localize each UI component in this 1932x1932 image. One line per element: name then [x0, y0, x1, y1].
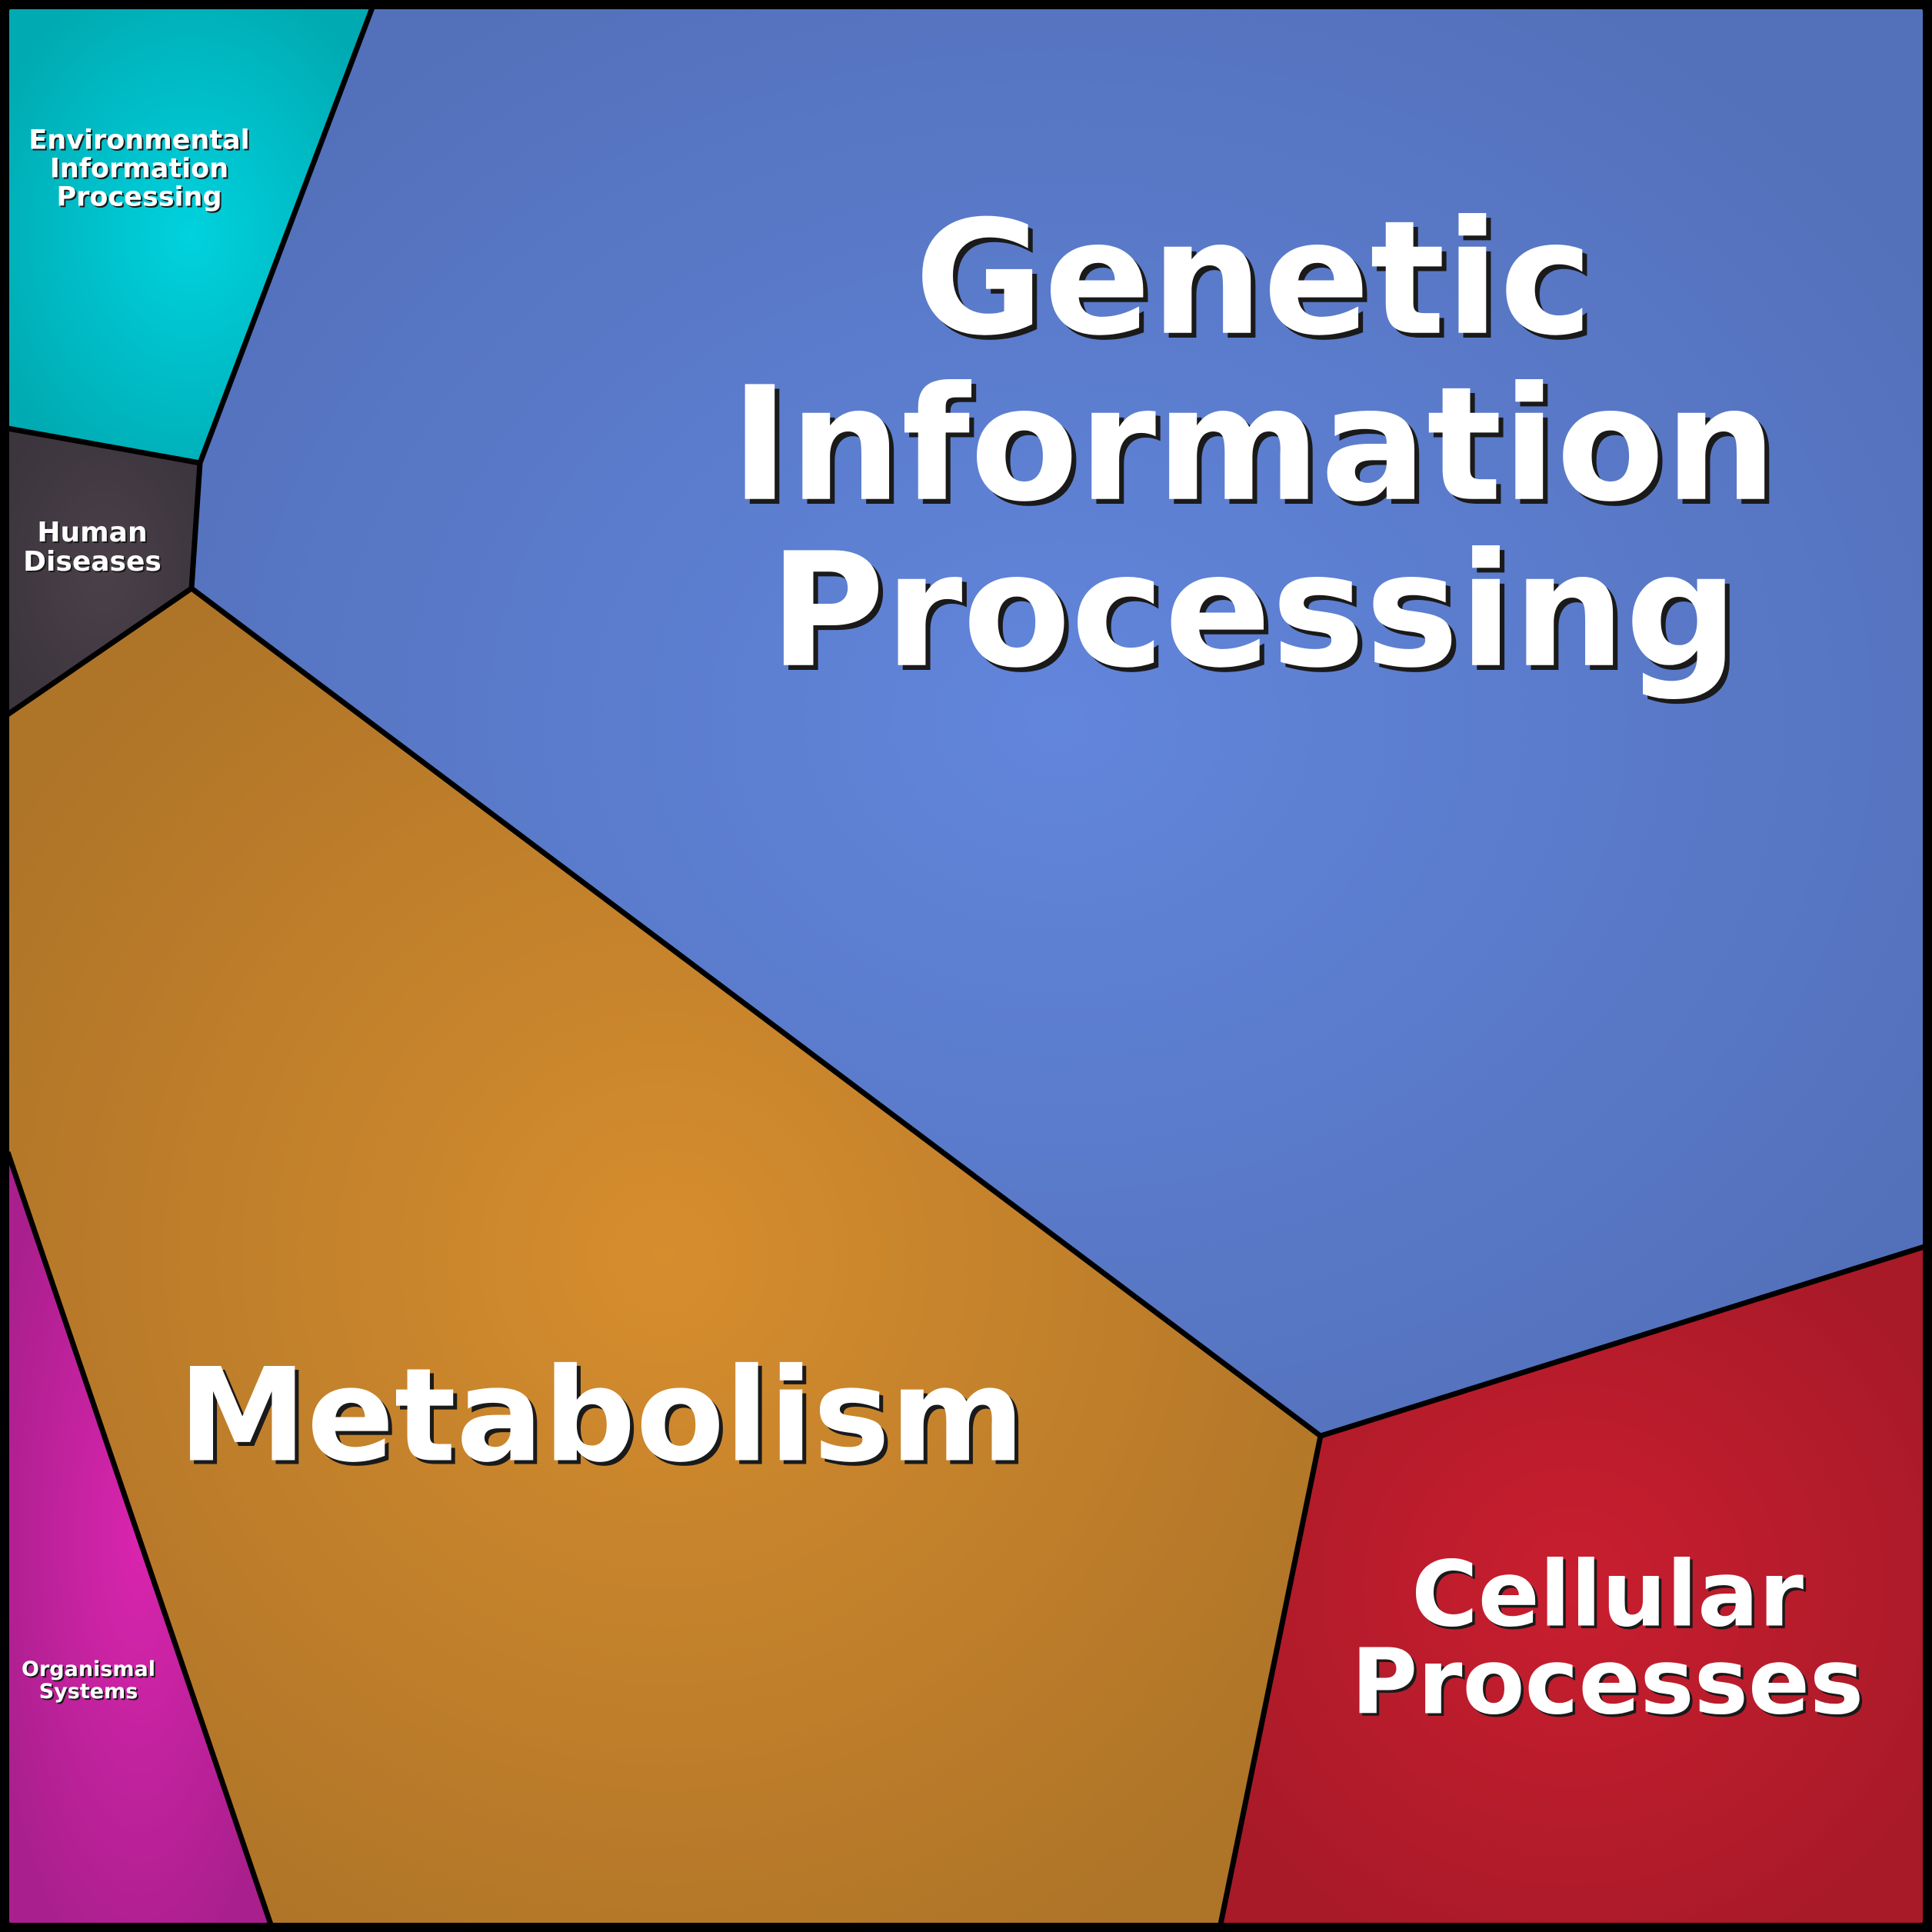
label-line: Metabolism [178, 1340, 1025, 1491]
cell-shape[interactable] [8, 428, 200, 715]
label-shadow: Cellular [1414, 1544, 1807, 1650]
label-shadow: Metabolism [182, 1344, 1029, 1495]
label-line: Information [731, 354, 1777, 537]
cell-genetic-information-processing[interactable] [192, 8, 1924, 1436]
label-line: Systems [39, 1680, 138, 1704]
label-shadow: Genetic [919, 192, 1597, 375]
label-line: Diseases [23, 546, 162, 578]
label-shadow: Processing [774, 525, 1743, 708]
label-shadow: Environmental [30, 127, 251, 158]
border-line [5, 1151, 274, 1926]
cell-shape[interactable] [192, 8, 1924, 1436]
label-shadow: Processing [58, 184, 223, 215]
border-line [6, 586, 193, 717]
cell-environmental-information-processing[interactable] [8, 8, 372, 463]
label-shadow: Information [735, 358, 1781, 541]
label-line: Cellular [1411, 1541, 1804, 1647]
cell-shape[interactable] [8, 588, 1321, 1924]
label-line: Processing [56, 182, 222, 213]
label-shadow: Diseases [25, 548, 163, 579]
border-line [1217, 1435, 1324, 1925]
label-shadow: Processes [1354, 1631, 1866, 1737]
label-line: Human [37, 517, 147, 548]
label-line: Genetic [914, 188, 1593, 371]
label-line: Processing [769, 520, 1738, 703]
label-shadow: Organismal [23, 1659, 157, 1683]
cell-cellular-processes[interactable] [1221, 1247, 1924, 1924]
label-line: Processes [1351, 1628, 1864, 1734]
cell-shape[interactable] [8, 8, 372, 463]
label-shadow: Systems [41, 1681, 140, 1705]
label-shadow: Information [52, 155, 230, 186]
label-line: Environmental [28, 125, 249, 156]
border-line [7, 425, 201, 466]
cell-shape[interactable] [1221, 1247, 1924, 1924]
cell-metabolism[interactable] [8, 588, 1321, 1924]
label-shadow: Human [38, 518, 148, 550]
label-line: Information [50, 154, 228, 185]
cell-human-diseases[interactable] [8, 428, 200, 715]
label-line: Organismal [22, 1657, 155, 1681]
label-environmental-information-processing: EnvironmentalEnvironmentalInformationInf… [28, 125, 251, 215]
label-genetic-information-processing: GeneticGeneticInformationInformationProc… [731, 188, 1781, 708]
